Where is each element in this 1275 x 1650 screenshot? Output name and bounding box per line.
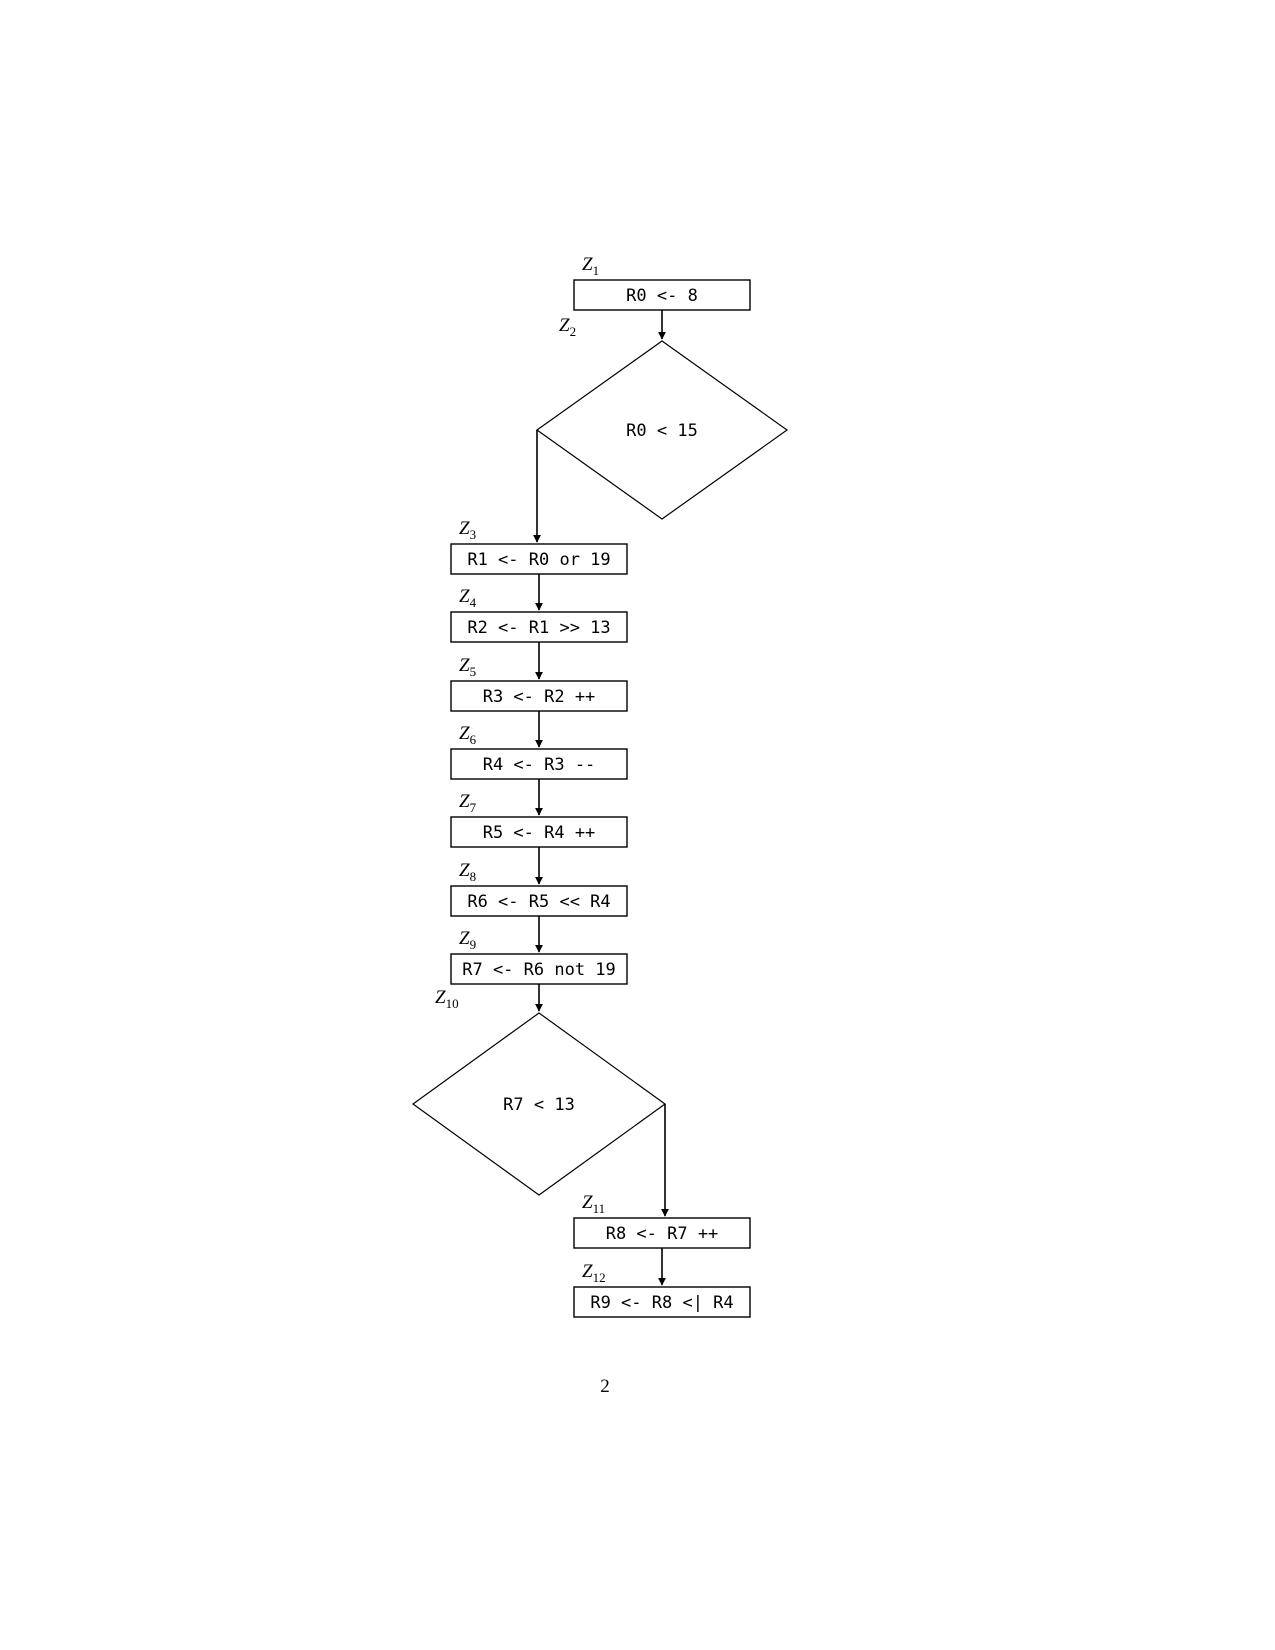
node-z5[interactable]: R3 <- R2 ++	[450, 680, 628, 712]
node-shape-rect	[450, 885, 628, 917]
state-label-z4: Z4	[459, 586, 477, 610]
state-label-z11: Z11	[582, 1192, 605, 1216]
node-shape-rect	[450, 680, 628, 712]
node-shape-diamond	[411, 1012, 667, 1196]
node-z3[interactable]: R1 <- R0 or 19	[450, 543, 628, 575]
node-label: R1 <- R0 or 19	[467, 550, 610, 570]
node-z8[interactable]: R6 <- R5 << R4	[450, 885, 628, 917]
node-label: R7 < 13	[503, 1095, 575, 1115]
state-label-z5: Z5	[459, 655, 476, 679]
node-z7[interactable]: R5 <- R4 ++	[450, 816, 628, 848]
node-label: R0 < 15	[626, 421, 698, 441]
node-label: R6 <- R5 << R4	[467, 892, 610, 912]
node-label: R4 <- R3 --	[483, 755, 596, 775]
state-label-z6: Z6	[459, 723, 477, 747]
node-shape-rect	[450, 543, 628, 575]
state-label-z10: Z10	[435, 987, 459, 1011]
node-label: R5 <- R4 ++	[483, 823, 596, 843]
node-shape-rect	[573, 1217, 751, 1249]
node-shape-rect	[450, 816, 628, 848]
state-label-z8: Z8	[459, 860, 476, 884]
state-label-z3: Z3	[459, 518, 476, 542]
node-shape-rect	[573, 1286, 751, 1318]
state-label-z1: Z1	[582, 254, 599, 278]
node-shape-rect	[450, 748, 628, 780]
page-number: 2	[600, 1376, 610, 1397]
node-label: R8 <- R7 ++	[606, 1224, 719, 1244]
node-z11[interactable]: R8 <- R7 ++	[573, 1217, 751, 1249]
node-shape-rect	[450, 611, 628, 643]
node-label: R2 <- R1 >> 13	[467, 618, 610, 638]
node-label: R3 <- R2 ++	[483, 687, 596, 707]
node-shape-diamond	[535, 340, 789, 520]
edge-layer	[533, 310, 669, 1286]
node-label: R7 <- R6 not 19	[462, 960, 616, 980]
node-z6[interactable]: R4 <- R3 --	[450, 748, 628, 780]
node-shape-rect	[573, 279, 751, 311]
node-z9[interactable]: R7 <- R6 not 19	[450, 953, 628, 985]
node-z12[interactable]: R9 <- R8 <| R4	[573, 1286, 751, 1318]
node-z2[interactable]: R0 < 15	[535, 340, 789, 520]
node-z10[interactable]: R7 < 13	[411, 1012, 667, 1196]
node-z4[interactable]: R2 <- R1 >> 13	[450, 611, 628, 643]
state-label-z7: Z7	[459, 791, 477, 815]
node-label: R0 <- 8	[626, 286, 698, 306]
state-label-z9: Z9	[459, 928, 476, 952]
node-z1[interactable]: R0 <- 8	[573, 279, 751, 311]
node-layer: Z1 R0 <- 8 Z2 R0 < 15 Z3 R1 <- R0 or 19 Z4 R2 <…	[411, 254, 789, 1318]
node-shape-rect	[450, 953, 628, 985]
state-label-z2: Z2	[559, 315, 576, 339]
node-label: R9 <- R8 <| R4	[590, 1293, 733, 1313]
state-label-z12: Z12	[582, 1261, 606, 1285]
